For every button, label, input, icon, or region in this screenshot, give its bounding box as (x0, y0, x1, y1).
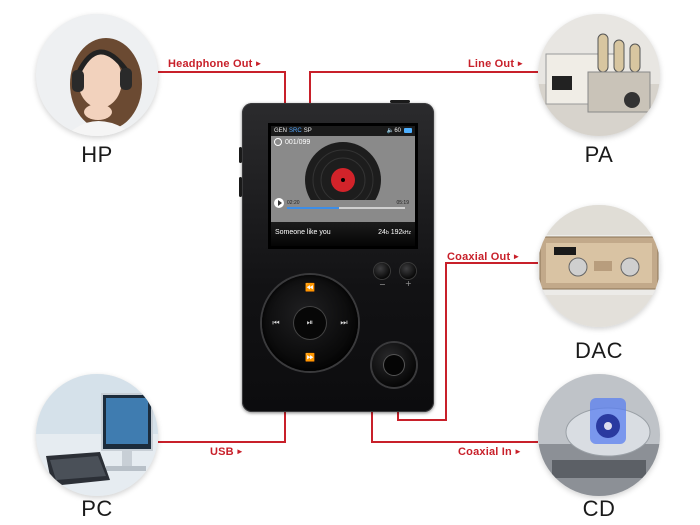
side-button-upper[interactable] (239, 147, 242, 163)
cd-label: CD (538, 496, 660, 522)
repeat-mode-indicator: SP (304, 128, 312, 134)
progress-bar[interactable] (287, 207, 405, 209)
volume-down-mark: − (379, 280, 386, 289)
play-icon[interactable] (274, 198, 284, 208)
vinyl-record-art (293, 140, 393, 200)
navigation-pad: ⏪ ⏩ ⏮ ⏭ ⏯ (262, 275, 358, 371)
top-power-switch[interactable] (390, 100, 410, 103)
hp-device-image (36, 14, 158, 136)
coaxial-in-wire (372, 412, 538, 442)
side-button-lower[interactable] (239, 177, 242, 197)
battery-icon (404, 128, 412, 133)
volume-indicator: 🔈60 (387, 126, 401, 136)
total-time: 05:19 (396, 200, 409, 206)
line-out-label: Line Out► (468, 58, 524, 70)
fast-forward-button[interactable]: ⏩ (303, 353, 317, 363)
now-playing-bar: Someone like you 24b 192kHz (271, 222, 415, 246)
dac-device-image (538, 205, 660, 327)
elapsed-time: 02:20 (287, 200, 300, 206)
volume-down-knob[interactable] (374, 263, 390, 279)
headphone-out-label: Headphone Out► (168, 58, 263, 70)
cd-device-image (538, 374, 660, 496)
next-track-button[interactable]: ⏭ (337, 318, 351, 328)
pc-device-image (36, 374, 158, 496)
volume-up-mark: + (405, 279, 412, 288)
pa-device-image (538, 14, 660, 136)
return-button-center (384, 355, 404, 375)
pa-label: PA (538, 142, 660, 168)
return-button[interactable] (372, 343, 416, 387)
play-pause-button[interactable]: ⏯ (294, 307, 326, 339)
rewind-button[interactable]: ⏪ (303, 283, 317, 293)
progress-fill (287, 207, 339, 209)
usb-wire (158, 412, 285, 442)
coaxial-out-label: Coaxial Out► (447, 251, 520, 263)
volume-up-knob[interactable] (400, 263, 416, 279)
pc-label: PC (36, 496, 158, 522)
repeat-icon (274, 138, 282, 146)
mode-indicator: SRC (289, 128, 302, 134)
line-out-wire (310, 72, 538, 103)
audio-format: 24b 192kHz (378, 229, 411, 236)
song-title: Someone like you (275, 229, 331, 236)
headphone-out-wire (158, 72, 285, 103)
eq-indicator: GEN (274, 128, 287, 134)
previous-track-button[interactable]: ⏮ (269, 318, 283, 328)
dac-label: DAC (538, 338, 660, 364)
usb-label: USB► (210, 446, 244, 458)
hp-label: HP (36, 142, 158, 168)
coaxial-in-label: Coaxial In► (458, 446, 522, 458)
play-pause-icon: ⏯ (303, 318, 317, 328)
